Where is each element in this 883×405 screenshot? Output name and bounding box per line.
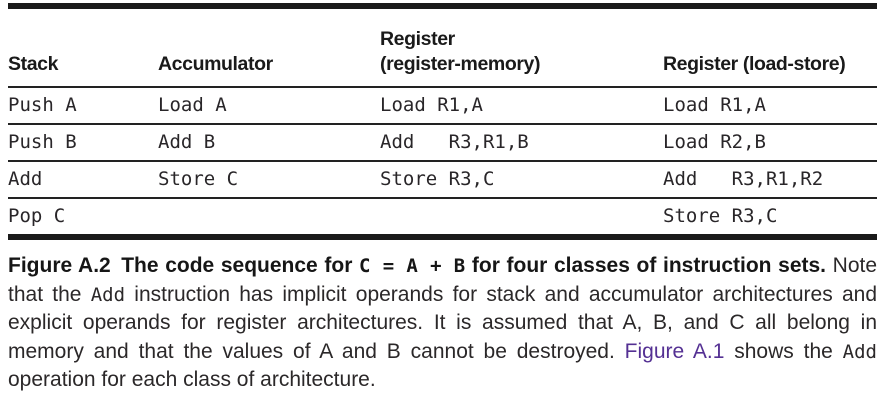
caption-figure-label: Figure A.2	[8, 254, 111, 277]
cell-stack: Pop C	[8, 205, 66, 227]
cell-load-store: Add R3,R1,R2	[663, 168, 824, 190]
cell-accumulator: Load A	[158, 94, 227, 116]
instruction-set-table: Stack Accumulator Register (register-mem…	[8, 3, 877, 240]
figure-a1-crossref-link[interactable]: Figure A.1	[624, 339, 725, 363]
column-header-accumulator: Accumulator	[158, 53, 273, 75]
caption-body-text: operation for each class of architecture…	[8, 368, 376, 391]
cell-accumulator: Store C	[158, 168, 239, 190]
caption-body-text: shows the	[724, 339, 843, 363]
column-header-register-memory: Register (register-memory)	[380, 28, 541, 75]
cell-stack: Add	[8, 168, 43, 190]
cell-register-memory: Load R1,A	[380, 94, 483, 116]
table-row: Pop C Store R3,C	[8, 197, 877, 234]
cell-register-memory	[380, 199, 663, 234]
table-row: Push B Add B Add R3,R1,B Load R2,B	[8, 123, 877, 160]
cell-register-memory: Add R3,R1,B	[380, 131, 529, 153]
caption-add-mnemonic: Add	[90, 283, 126, 306]
cell-stack: Push A	[8, 94, 77, 116]
cell-load-store: Store R3,C	[663, 205, 778, 227]
figure-caption: Figure A.2 The code sequence for C = A +…	[8, 252, 877, 395]
table-header-row: Stack Accumulator Register (register-mem…	[8, 9, 877, 86]
caption-bold-text: for four classes of instruction sets.	[465, 254, 833, 277]
cell-stack: Push B	[8, 131, 77, 153]
figure-a2: Stack Accumulator Register (register-mem…	[0, 3, 883, 395]
caption-bold-text: The code sequence for	[110, 254, 360, 277]
cell-register-memory: Store R3,C	[380, 168, 495, 190]
table-row: Push A Load A Load R1,A Load R1,A	[8, 86, 877, 123]
table-row: Add Store C Store R3,C Add R3,R1,R2	[8, 160, 877, 197]
column-header-load-store: Register (load-store)	[663, 53, 846, 75]
column-header-stack: Stack	[8, 53, 59, 75]
cell-load-store: Load R1,A	[663, 94, 766, 116]
caption-body-text: instruction has implicit operands for st…	[8, 282, 877, 363]
caption-add-mnemonic: Add	[842, 340, 877, 363]
cell-accumulator	[158, 199, 380, 234]
caption-body-text: Note that the	[8, 254, 878, 306]
cell-load-store: Load R2,B	[663, 131, 766, 153]
cell-accumulator: Add B	[158, 131, 216, 153]
caption-code-expression: C = A + B	[359, 255, 466, 277]
